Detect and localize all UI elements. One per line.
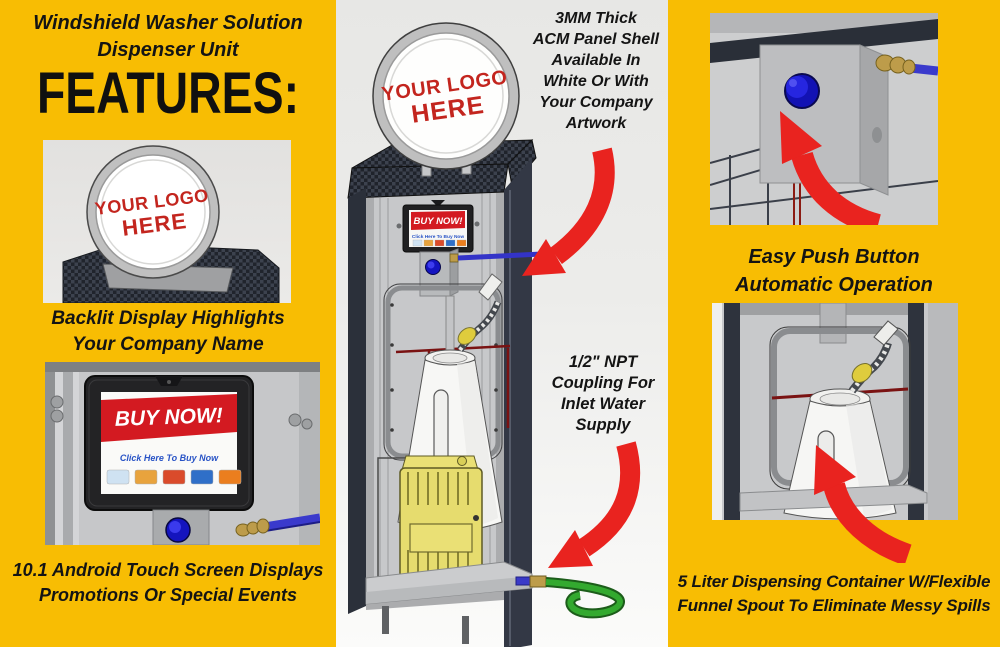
payment-icons-row xyxy=(106,469,242,485)
inlet-water-pipe xyxy=(457,251,543,261)
red-arrow-icon xyxy=(780,111,882,225)
backlit-caption: Backlit Display Highlights Your Company … xyxy=(0,306,336,358)
buy-now-banner xyxy=(411,211,465,230)
touchscreen-caption-line1: 10.1 Android Touch Screen Displays xyxy=(12,560,324,580)
touchscreen-image: BUY NOW! Click Here To Buy Now xyxy=(45,362,320,545)
touchscreen-render: BUY NOW! Click Here To Buy Now xyxy=(45,362,320,545)
logo-sign: YOUR LOGO HERE xyxy=(86,145,220,279)
features-heading: FEATURES: xyxy=(36,61,300,126)
click-to-buy-text: Click Here To Buy Now xyxy=(120,453,219,463)
click-to-buy-text: Click Here To Buy Now xyxy=(412,234,464,240)
left-pillar xyxy=(724,303,740,520)
push-button-image xyxy=(710,13,938,225)
backlit-caption-line2: Your Company Name xyxy=(72,334,264,355)
camera-icon xyxy=(167,380,171,384)
npt-coupling xyxy=(529,575,547,588)
payment-card-icon xyxy=(134,469,158,485)
left-panel: Windshield Washer Solution Dispenser Uni… xyxy=(0,0,336,647)
flexible-spout xyxy=(457,273,503,353)
unit-screen: BUY NOW! Click Here To Buy Now xyxy=(396,200,480,253)
leg xyxy=(382,606,389,634)
push-caption-line1: Easy Push Button xyxy=(748,246,920,268)
push-button-render xyxy=(710,13,938,225)
title-line1: Windshield Washer Solution xyxy=(33,12,303,34)
center-panel: BUY NOW! Click Here To Buy Now xyxy=(336,0,668,647)
dispensing-container-render xyxy=(712,303,958,563)
container-caption-line2: Funnel Spout To Eliminate Messy Spills xyxy=(677,596,991,615)
backlit-display-image: YOUR LOGO HERE xyxy=(43,140,291,303)
spout-nozzle xyxy=(873,320,899,346)
payment-card-icon xyxy=(162,469,186,485)
leg xyxy=(462,616,469,644)
spout-collar xyxy=(457,327,477,345)
spout-collar xyxy=(851,363,873,383)
left-pillar xyxy=(348,188,366,614)
red-arrow-icon xyxy=(814,445,912,563)
solution-tank xyxy=(399,455,483,579)
backlit-caption-line1: Backlit Display Highlights xyxy=(51,308,285,329)
dispensing-container-image xyxy=(712,303,958,563)
red-arrow-icon xyxy=(522,147,615,276)
wall-clamp xyxy=(50,395,313,430)
green-hose xyxy=(545,579,623,617)
payment-card-icon xyxy=(218,469,242,485)
payment-card-icon xyxy=(190,469,214,485)
container-caption-line1: 5 Liter Dispensing Container W/Flexible xyxy=(677,572,991,591)
flexible-spout xyxy=(848,320,899,394)
payment-card-icon xyxy=(106,469,130,485)
spout-nozzle xyxy=(478,273,503,301)
dispenser-unit-render: BUY NOW! Click Here To Buy Now xyxy=(347,22,641,647)
buy-now-text: BUY NOW! xyxy=(414,216,463,227)
inlet-coupling xyxy=(235,513,320,537)
backlit-display-render: YOUR LOGO HERE xyxy=(43,140,291,303)
container-caption: 5 Liter Dispensing Container W/Flexible … xyxy=(668,570,1000,618)
touchscreen-caption: 10.1 Android Touch Screen Displays Promo… xyxy=(0,558,336,608)
buy-now-text: BUY NOW! xyxy=(114,404,223,431)
inlet-coupling xyxy=(875,54,938,76)
npt-coupling-annotation: 1/2" NPT Coupling For Inlet Water Supply xyxy=(551,353,655,434)
page-title: Windshield Washer Solution Dispenser Uni… xyxy=(0,10,336,64)
right-pillar xyxy=(908,303,924,520)
push-button-caption: Easy Push Button Automatic Operation xyxy=(668,243,1000,299)
title-line2: Dispenser Unit xyxy=(97,39,239,61)
acm-panel-annotation: 3MM Thick ACM Panel Shell Available In W… xyxy=(532,10,660,132)
red-arrow-icon xyxy=(548,441,641,568)
logo-sign: YOUR LOGO HERE xyxy=(372,22,520,170)
buy-now-banner xyxy=(101,394,237,442)
right-panel: Easy Push Button Automatic Operation xyxy=(668,0,1000,647)
push-caption-line2: Automatic Operation xyxy=(735,274,933,296)
touchscreen-caption-line2: Promotions Or Special Events xyxy=(38,585,298,605)
